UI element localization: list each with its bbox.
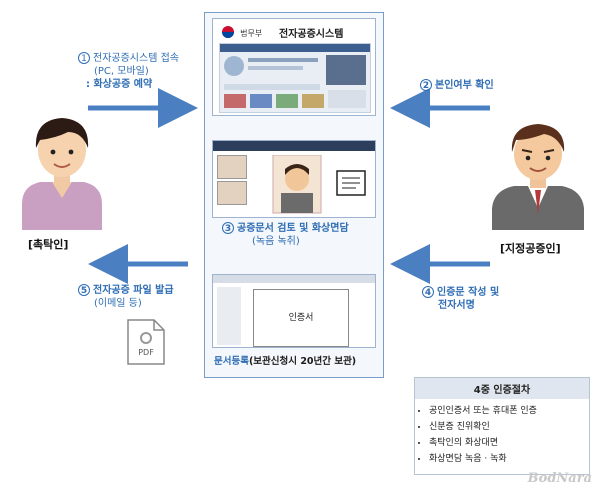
step3-label: 공증문서 검토 및 화상면담 [237, 223, 349, 234]
pdf-label: PDF [138, 348, 154, 357]
step3-number: 3 [222, 222, 234, 234]
notary-label: [지정공증인] [500, 242, 561, 255]
emblem-icon [222, 26, 234, 38]
legend-list: 공인인증서 또는 휴대폰 인증 신분증 진위확인 촉탁인의 화상대면 화상면담 … [415, 403, 589, 467]
step5-sub: (이메일 등) [94, 298, 142, 309]
document-caption-rest: (보관신청시 20년간 보관) [248, 356, 357, 367]
authentication-legend: 4중 인증절차 공인인증서 또는 휴대폰 인증 신분증 진위확인 촉탁인의 화상… [414, 377, 590, 475]
pdf-file-icon: PDF [126, 318, 166, 366]
video-thumb-1 [217, 155, 247, 179]
step1-sub: (PC, 모바일) [94, 66, 149, 77]
step4-sub: 전자서명 [438, 300, 475, 311]
client-person-icon [22, 118, 102, 230]
step3-sub: (녹음 녹취) [252, 236, 300, 247]
legend-item: 신분증 진위확인 [429, 419, 589, 435]
notary-person-icon [492, 124, 584, 230]
step2-label: 본인여부 확인 [435, 80, 494, 91]
ministry-logo: 법무부 [221, 24, 262, 43]
system-panel: 법무부 전자공증시스템 [212, 18, 376, 116]
website-screenshot [219, 43, 371, 113]
watermark-logo: BodNara [527, 471, 592, 486]
step5-label: 전자공증 파일 발급 [93, 285, 174, 296]
step1-number: 1 [78, 52, 90, 64]
certificate-word: 인증서 [288, 313, 314, 323]
ministry-name: 법무부 [240, 29, 263, 38]
scroll-icon [336, 170, 366, 196]
video-panel [212, 140, 376, 218]
document-caption: 문서등록(보관신청시 20년간 보관) [214, 353, 356, 367]
client-label: [촉탁인] [28, 238, 69, 251]
legend-item: 공인인증서 또는 휴대폰 인증 [429, 403, 589, 419]
system-title: 전자공증시스템 [279, 29, 344, 40]
step5-number: 5 [78, 284, 90, 296]
step1-note: : 화상공증 예약 [86, 79, 153, 90]
step1-label: 전자공증시스템 접속 [93, 53, 179, 64]
document-caption-highlight: 문서등록 [214, 356, 249, 367]
certificate-page: 인증서 [253, 289, 349, 347]
step4-number: 4 [422, 286, 434, 298]
notary-video-avatar [272, 155, 322, 214]
legend-item: 화상면담 녹음 · 녹화 [429, 451, 589, 467]
video-thumb-2 [217, 181, 247, 205]
document-panel: 인증서 [212, 274, 376, 348]
legend-item: 촉탁인의 화상대면 [429, 435, 589, 451]
step2-number: 2 [420, 79, 432, 91]
step4-label: 인증문 작성 및 [437, 287, 500, 298]
legend-title: 4중 인증절차 [415, 378, 589, 399]
